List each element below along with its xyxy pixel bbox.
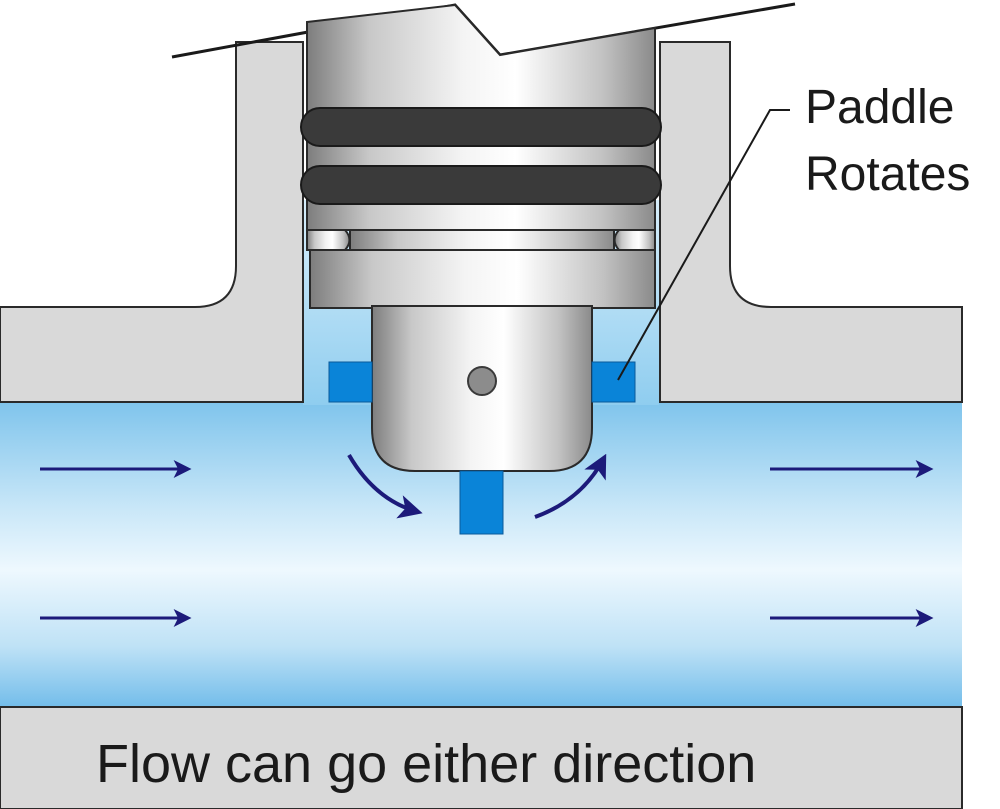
paddle-right — [591, 361, 636, 403]
housing-right — [659, 41, 963, 403]
pivot-pin-icon — [467, 366, 497, 396]
groove-notch-left — [306, 229, 351, 251]
paddle-bottom — [459, 470, 504, 535]
paddle-left — [328, 361, 373, 403]
o-ring-lower — [300, 165, 662, 205]
curved-arrow-icon — [347, 453, 423, 519]
caption: Flow can go either direction — [96, 734, 756, 794]
curved-arrow-icon — [534, 453, 607, 519]
piston-collar — [309, 249, 656, 309]
groove-notch-right — [613, 229, 656, 251]
piston-groove — [349, 229, 615, 251]
o-ring-upper — [300, 107, 662, 147]
annotation-line-1: Paddle — [805, 81, 954, 134]
housing-left — [0, 41, 304, 403]
housing-bottom — [0, 706, 963, 809]
annotation-line-2: Rotates — [805, 148, 970, 201]
leader-line — [617, 109, 790, 381]
